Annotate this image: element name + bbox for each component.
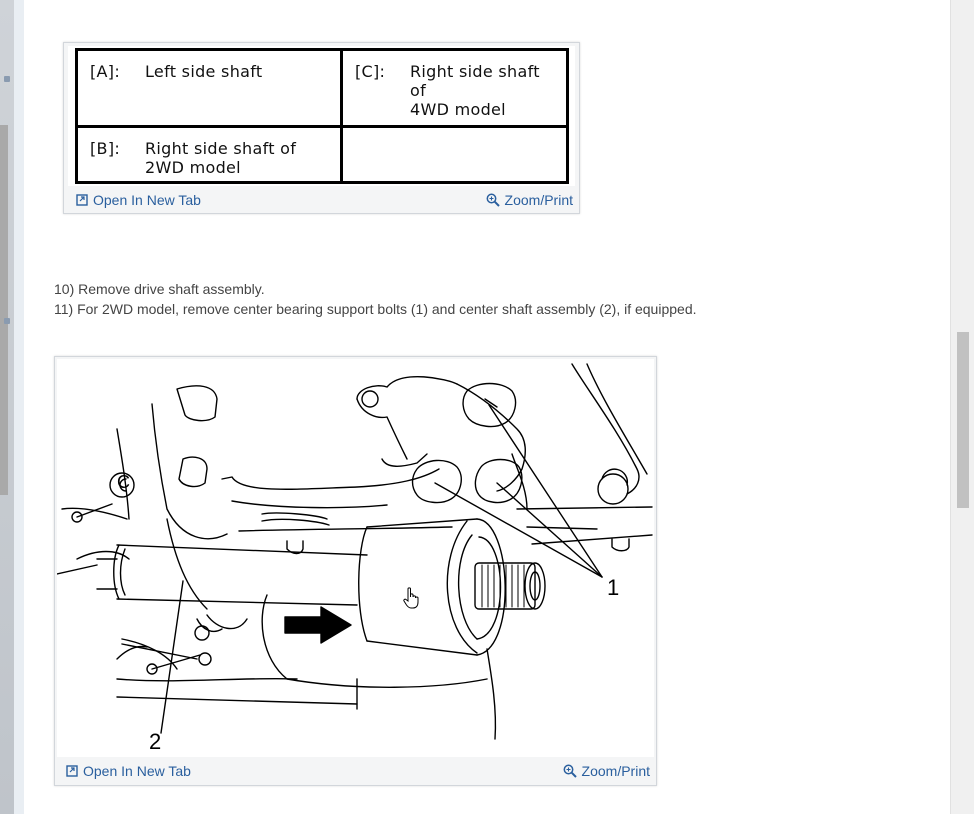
legend-cell-a: [A]: Left side shaft <box>75 48 343 128</box>
legend-code: [A]: <box>90 62 121 81</box>
hand-cursor-icon <box>403 587 419 609</box>
legend-table: [A]: Left side shaft [C]: Right side sha… <box>75 48 569 185</box>
zoom-print-link[interactable]: Zoom/Print <box>563 763 650 779</box>
drive-shaft-illustration <box>56 363 653 740</box>
document-content: [A]: Left side shaft [C]: Right side sha… <box>24 0 950 814</box>
legend-text: Right side shaft of <box>410 62 540 100</box>
step-11: 11) For 2WD model, remove center bearing… <box>54 301 697 317</box>
callout-1-label: 1 <box>607 575 620 600</box>
zoom-icon <box>563 764 577 778</box>
legend-text: Right side shaft of <box>145 138 297 158</box>
legend-text: 4WD model <box>410 100 506 119</box>
new-tab-icon <box>66 765 78 777</box>
open-in-new-tab-link[interactable]: Open In New Tab <box>76 192 201 208</box>
new-tab-icon <box>76 194 88 206</box>
zoom-print-label: Zoom/Print <box>581 763 650 779</box>
legend-text: Left side shaft <box>145 62 263 81</box>
figure-toolbar: Open In New Tab Zoom/Print <box>55 759 656 783</box>
edge-marker <box>4 318 10 324</box>
legend-cell-b: [B]: Right side shaft of 2WD model <box>75 124 343 185</box>
legend-image: [A]: Left side shaft [C]: Right side sha… <box>68 46 575 186</box>
step-10: 10) Remove drive shaft assembly. <box>54 281 265 297</box>
table-row: [A]: Left side shaft [C]: Right side sha… <box>75 48 569 128</box>
open-in-new-tab-label: Open In New Tab <box>83 763 191 779</box>
legend-cell-empty <box>340 124 569 185</box>
table-row: [B]: Right side shaft of 2WD model <box>75 124 569 185</box>
zoom-icon <box>486 193 500 207</box>
figure-toolbar: Open In New Tab Zoom/Print <box>64 188 579 212</box>
drive-shaft-diagram: 1 2 C <box>56 359 654 757</box>
open-in-new-tab-link[interactable]: Open In New Tab <box>66 763 191 779</box>
legend-figure: [A]: Left side shaft [C]: Right side sha… <box>63 42 580 214</box>
edge-marker <box>4 76 10 82</box>
background-window-strip <box>0 125 8 495</box>
scrollbar-thumb[interactable] <box>957 332 969 508</box>
legend-text: 2WD model <box>145 157 241 177</box>
window-left-edge <box>0 0 14 814</box>
zoom-print-link[interactable]: Zoom/Print <box>486 192 573 208</box>
vertical-scrollbar[interactable] <box>950 0 974 814</box>
legend-code: [B]: <box>90 138 121 158</box>
zoom-print-label: Zoom/Print <box>504 192 573 208</box>
legend-code: [C]: <box>355 62 386 81</box>
mounting-mark-label: C <box>117 472 130 492</box>
procedure-steps: 10) Remove drive shaft assembly. 11) For… <box>54 279 697 319</box>
drive-shaft-figure: 1 2 C Open In New Tab Zoom/ <box>54 356 657 786</box>
callout-2-label: 2 <box>149 729 162 754</box>
legend-cell-c: [C]: Right side shaft of 4WD model <box>340 48 569 128</box>
open-in-new-tab-label: Open In New Tab <box>93 192 201 208</box>
